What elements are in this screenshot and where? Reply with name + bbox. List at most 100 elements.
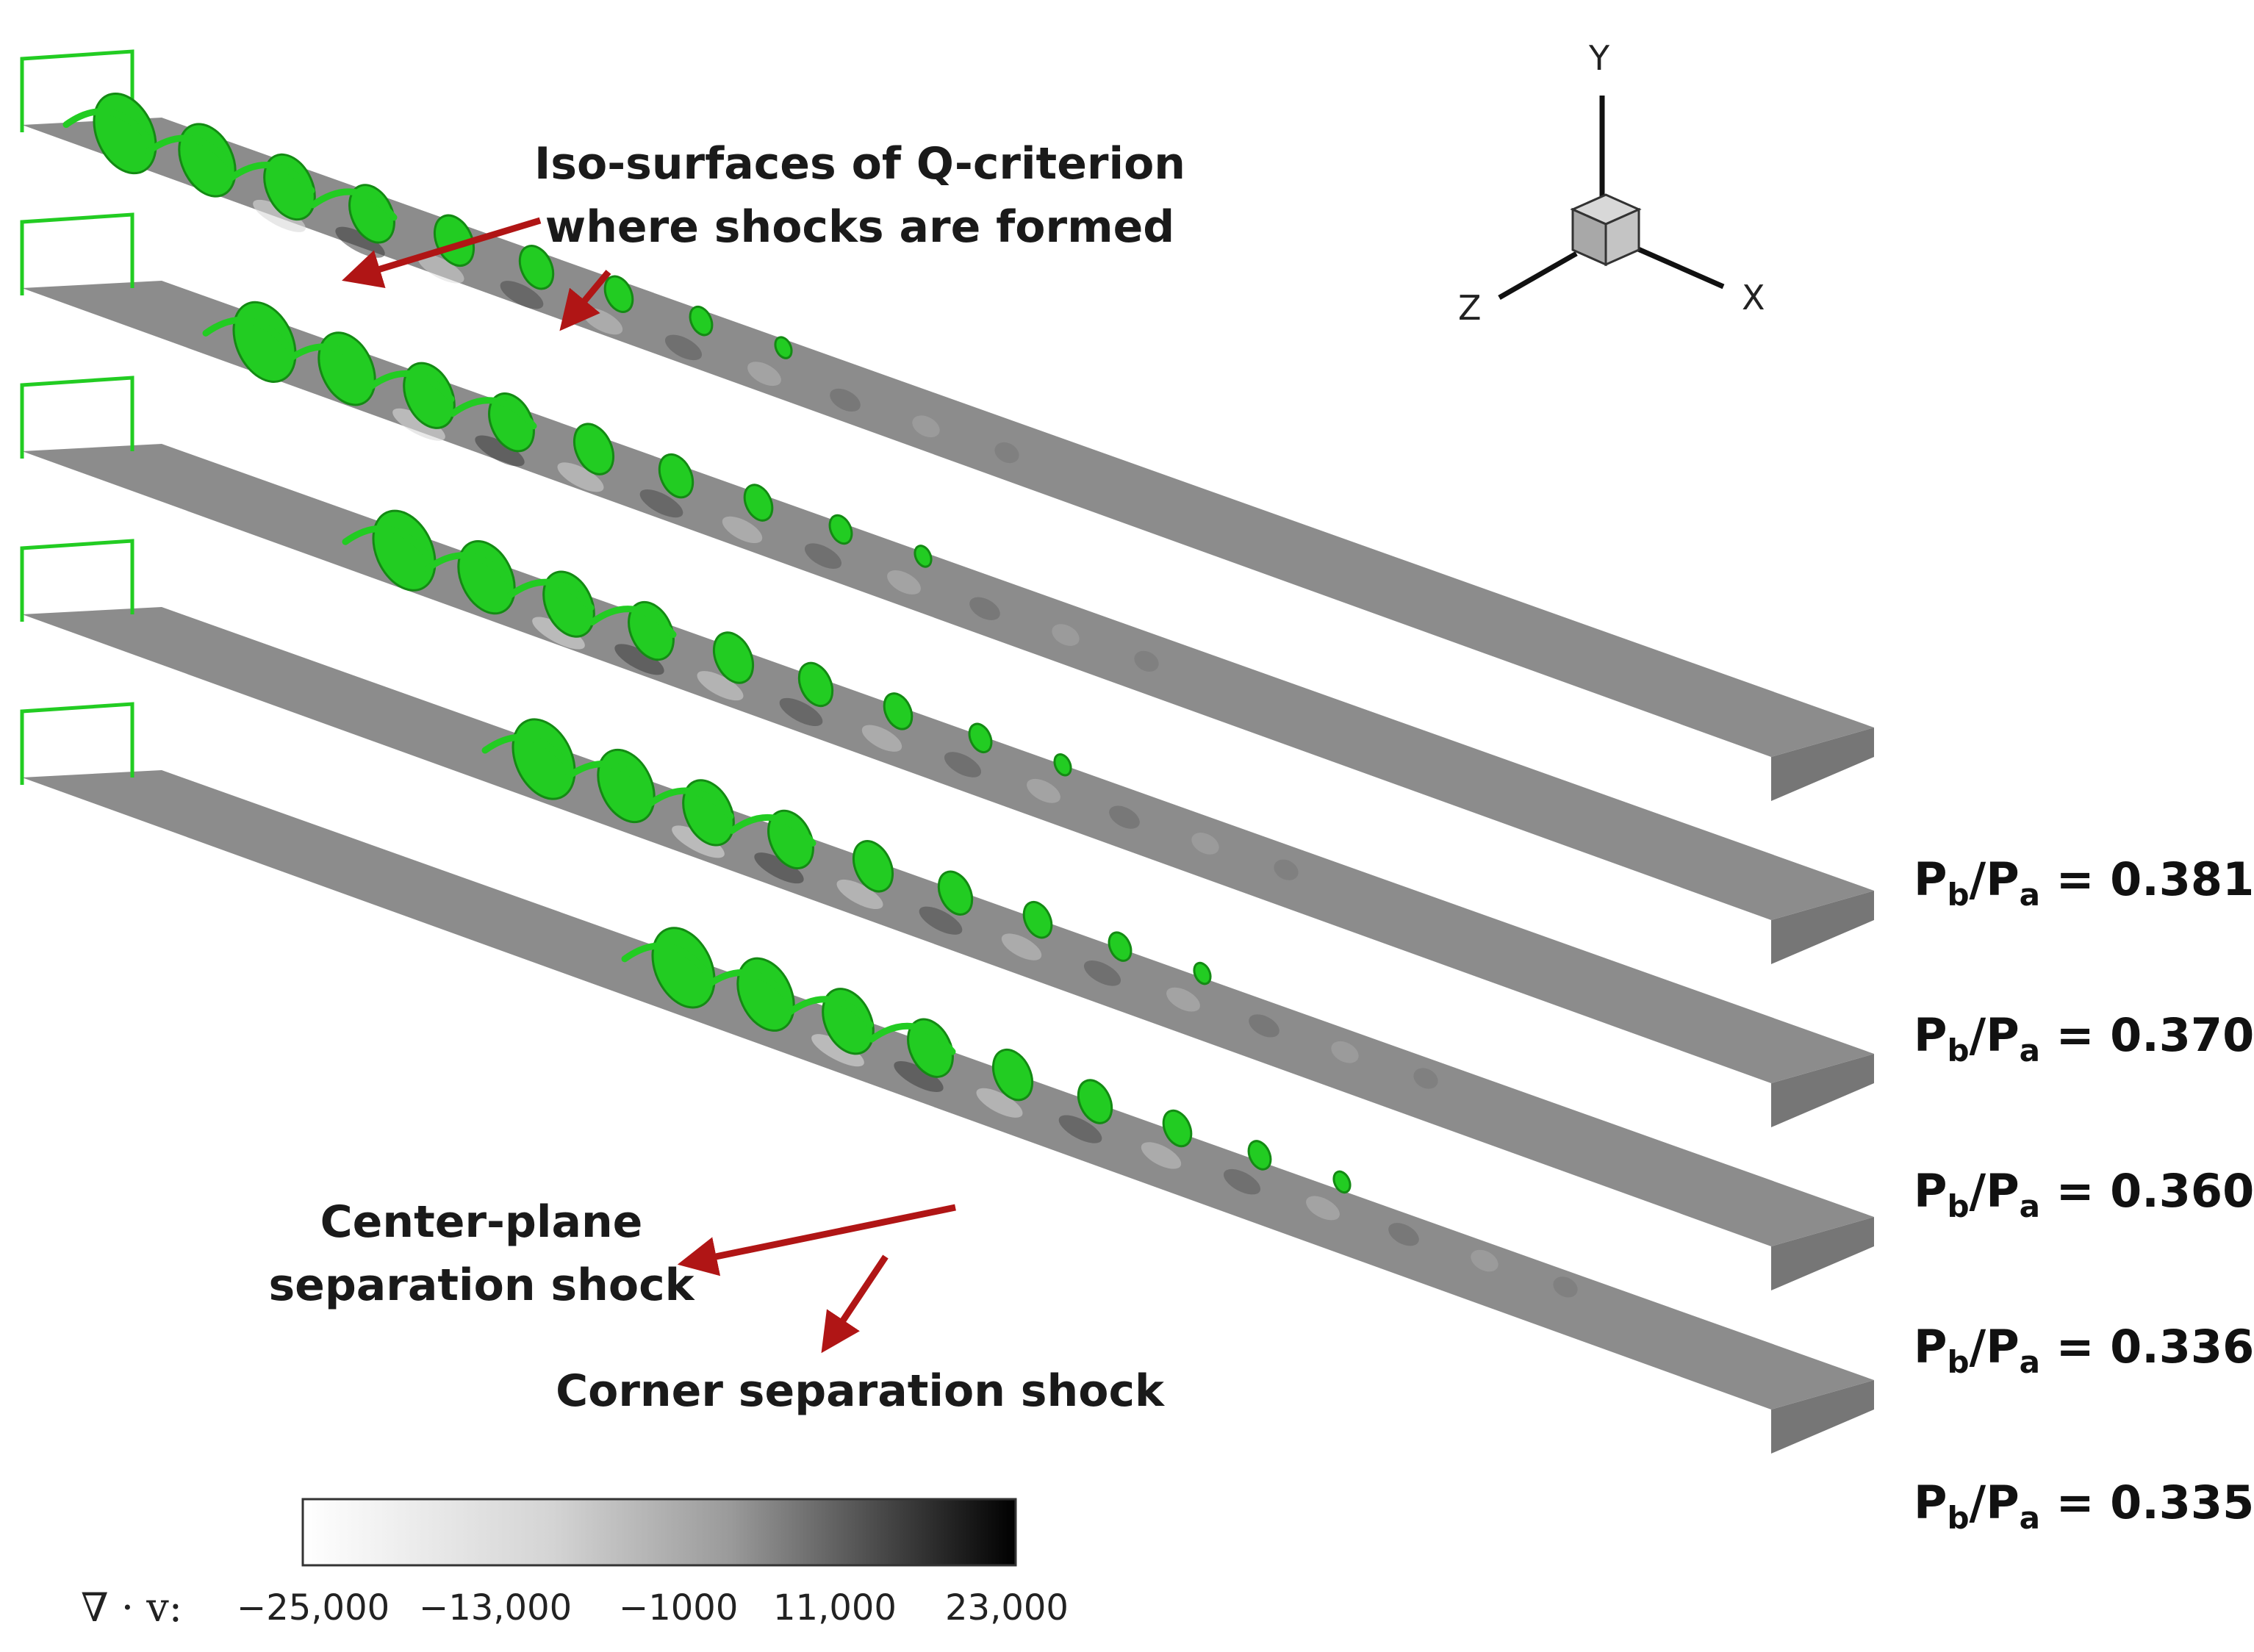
vortex-blob	[1108, 931, 1133, 962]
shock-shade	[830, 388, 861, 412]
vortex-streak	[367, 370, 455, 403]
corner-shock-annotation: Corner separation shock	[556, 1365, 1164, 1417]
strip-side-face	[1771, 1217, 1874, 1290]
shock-shade	[754, 852, 804, 884]
shock-shade	[1388, 1223, 1419, 1246]
vortex-blob	[797, 661, 834, 708]
strip-2	[20, 212, 1874, 964]
shock-shade	[1052, 624, 1080, 646]
strip-4	[20, 539, 1874, 1290]
vortex-streak	[424, 552, 512, 585]
vortex-streak	[227, 162, 315, 194]
vortex-blob	[852, 840, 894, 893]
shock-shade	[779, 697, 823, 727]
cube-right	[1604, 207, 1640, 267]
z-axis-line	[1498, 251, 1578, 301]
vortex-blob	[542, 570, 595, 638]
shock-shade	[1191, 833, 1219, 855]
shock-shade	[1274, 859, 1299, 880]
shock-shade	[747, 362, 781, 387]
vortex-blob	[968, 722, 993, 754]
shock-shade	[1553, 1276, 1578, 1298]
vortex-blob	[712, 631, 755, 684]
shock-shade	[1166, 987, 1200, 1012]
strip-top-face	[22, 770, 1874, 1409]
q-criterion-line1: Iso-surfaces of Q-criterion	[534, 138, 1186, 190]
shock-shade	[944, 752, 982, 777]
shock-shade	[1001, 933, 1042, 960]
case-label-5: Pb/Pa = 0.335	[1914, 1476, 2254, 1536]
vortex-blob	[689, 305, 714, 337]
vortex-blob	[914, 545, 933, 568]
vortex-blob	[403, 362, 456, 429]
vortex-blob	[263, 153, 316, 221]
shock-shade	[1141, 1142, 1182, 1169]
shock-shade	[1331, 1041, 1359, 1063]
center-plane-line2: separation shock	[268, 1260, 694, 1311]
shock-shade	[1413, 1068, 1438, 1089]
inlet-wireframe	[20, 212, 134, 295]
vortex-blob	[743, 484, 774, 522]
q-criterion-line2: where shocks are formed	[545, 201, 1175, 253]
vortex-blob	[828, 514, 853, 545]
vortex-blob	[822, 988, 875, 1055]
strip-side-face	[1771, 1380, 1874, 1454]
shock-shade	[392, 408, 445, 441]
y-axis-label: Y	[1589, 38, 1610, 78]
annotation-arrows	[342, 217, 956, 1354]
shock-shade	[887, 570, 921, 595]
vortex-streak	[202, 316, 290, 349]
shock-shade	[614, 644, 664, 675]
shock-shade	[919, 906, 963, 935]
shock-shade	[1058, 1115, 1102, 1143]
shock-shade	[1471, 1249, 1499, 1272]
inlet-wireframe	[20, 702, 134, 785]
colorbar-tick-3: −1000	[619, 1587, 739, 1628]
shock-shade	[557, 462, 604, 492]
case-label-2: Pb/Pa = 0.370	[1914, 1008, 2254, 1069]
shock-shade	[475, 435, 525, 467]
shock-shade	[253, 199, 306, 232]
colorbar-variable-label: ∇ · v:	[81, 1584, 182, 1631]
flow-domain-strips	[20, 49, 1874, 1454]
strip-side-face	[1771, 728, 1874, 801]
case-label-3: Pb/Pa = 0.360	[1914, 1164, 2254, 1224]
shock-shade	[1249, 1014, 1279, 1038]
vortex-blob	[573, 423, 615, 475]
shock-shade	[417, 254, 464, 284]
vortex-streak	[145, 134, 233, 168]
shock-shade	[1109, 805, 1140, 829]
vortex-blob	[603, 275, 634, 313]
shock-shade	[976, 1088, 1023, 1118]
strip-side-face	[1771, 891, 1874, 964]
vortex-streak	[564, 761, 652, 793]
inlet-wireframe	[20, 539, 134, 622]
shock-shade	[969, 597, 1000, 620]
vortex-streak	[481, 733, 570, 766]
vortex-blob	[767, 809, 814, 870]
vortex-streak	[342, 525, 430, 558]
vortex-blob	[1162, 1109, 1193, 1148]
shock-shade	[1134, 650, 1159, 672]
strip-top-face	[22, 118, 1874, 757]
vortex-blob	[991, 1048, 1034, 1102]
case-label-1: Pb/Pa = 0.381	[1914, 852, 2254, 913]
vortex-blob	[1193, 961, 1212, 985]
vortex-blob	[488, 392, 535, 453]
vortex-blob	[907, 1018, 954, 1078]
vortex-streak	[449, 397, 537, 430]
strip-3	[20, 376, 1874, 1127]
annotation-arrow	[559, 270, 611, 331]
vortex-blob	[774, 336, 793, 359]
inlet-wireframe	[20, 49, 134, 132]
annotation-arrow	[342, 217, 542, 289]
inlet-wireframe	[20, 376, 134, 459]
colorbar-tick-5: 23,000	[945, 1587, 1069, 1628]
z-axis-label: Z	[1458, 288, 1482, 328]
shock-shade	[1223, 1168, 1261, 1195]
strip-5	[20, 702, 1874, 1454]
vortex-blob	[1332, 1170, 1352, 1194]
colorbar-tick-1: −25,000	[237, 1587, 390, 1628]
vortex-streak	[309, 188, 398, 221]
